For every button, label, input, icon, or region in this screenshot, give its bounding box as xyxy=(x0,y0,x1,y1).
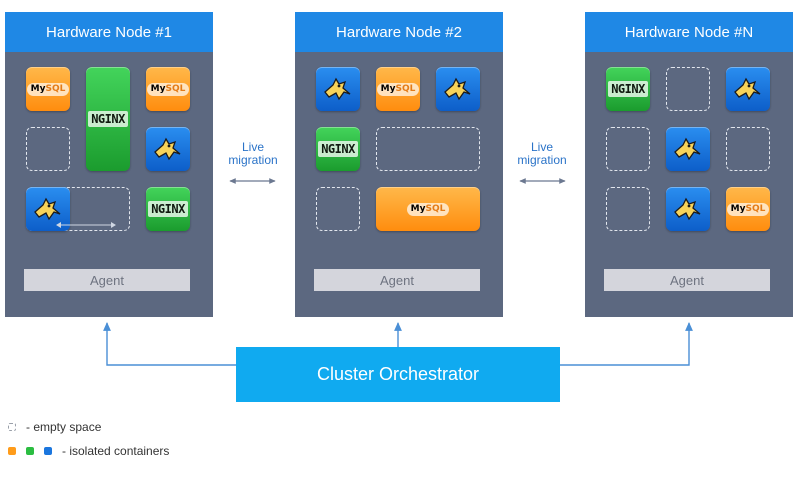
node-title: Hardware Node #1 xyxy=(5,12,213,52)
mysql-container-wide[interactable]: MySQL xyxy=(376,187,480,231)
hardware-node-n: Hardware Node #N NGINX MySQL Agent xyxy=(585,12,793,317)
mysql-logo-icon: MySQL xyxy=(26,82,70,96)
empty-slot xyxy=(606,127,650,171)
arrow-to-node-1 xyxy=(103,322,236,366)
live-migration-label-1: Live migration xyxy=(228,140,278,167)
tomcat-container[interactable] xyxy=(666,187,710,231)
agent-bar: Agent xyxy=(24,269,190,291)
mysql-logo-icon: MySQL xyxy=(406,202,450,216)
empty-slot xyxy=(316,187,360,231)
nginx-logo-icon: NGINX xyxy=(88,111,128,127)
mysql-logo-icon: MySQL xyxy=(146,82,190,96)
empty-slot-wide xyxy=(376,127,480,171)
legend-empty-label: - empty space xyxy=(26,420,102,434)
mysql-container[interactable]: MySQL xyxy=(146,67,190,111)
tomcat-logo-icon xyxy=(34,197,61,221)
legend-containers-label: - isolated containers xyxy=(62,444,170,458)
legend-isolated-containers: - isolated containers xyxy=(8,444,169,458)
tomcat-container-migrating[interactable] xyxy=(26,187,70,231)
orange-square-icon xyxy=(8,447,16,455)
nginx-logo-icon: NGINX xyxy=(608,81,648,97)
live-migration-label-2: Live migration xyxy=(517,140,567,167)
mysql-container[interactable]: MySQL xyxy=(726,187,770,231)
mysql-logo-icon: MySQL xyxy=(376,82,420,96)
hardware-node-1: Hardware Node #1 MySQL NGINX MySQL NGINX… xyxy=(5,12,213,317)
tomcat-logo-icon xyxy=(324,77,351,101)
tomcat-container[interactable] xyxy=(726,67,770,111)
cluster-orchestrator: Cluster Orchestrator xyxy=(236,347,560,402)
arrow-to-node-n xyxy=(560,322,693,366)
node-title: Hardware Node #2 xyxy=(295,12,503,52)
agent-bar: Agent xyxy=(604,269,770,291)
tomcat-container[interactable] xyxy=(666,127,710,171)
tomcat-logo-icon xyxy=(674,137,701,161)
empty-slot xyxy=(26,127,70,171)
intra-node-move-arrow xyxy=(56,222,116,228)
tomcat-logo-icon xyxy=(734,77,761,101)
empty-slot xyxy=(666,67,710,111)
tomcat-container[interactable] xyxy=(316,67,360,111)
empty-slot xyxy=(726,127,770,171)
tomcat-logo-icon xyxy=(444,77,471,101)
nginx-container[interactable]: NGINX xyxy=(606,67,650,111)
agent-bar: Agent xyxy=(314,269,480,291)
mysql-container[interactable]: MySQL xyxy=(376,67,420,111)
nginx-logo-icon: NGINX xyxy=(148,201,188,217)
empty-slot xyxy=(606,187,650,231)
tomcat-logo-icon xyxy=(154,137,181,161)
hardware-node-2: Hardware Node #2 MySQL NGINX MySQL Agent xyxy=(295,12,503,317)
tomcat-container[interactable] xyxy=(146,127,190,171)
mysql-container[interactable]: MySQL xyxy=(26,67,70,111)
tomcat-logo-icon xyxy=(674,197,701,221)
node-title: Hardware Node #N xyxy=(585,12,793,52)
nginx-container[interactable]: NGINX xyxy=(316,127,360,171)
nginx-container-tall[interactable]: NGINX xyxy=(86,67,130,171)
tomcat-container[interactable] xyxy=(436,67,480,111)
mysql-logo-icon: MySQL xyxy=(726,202,770,216)
green-square-icon xyxy=(26,447,34,455)
legend-empty-space: - empty space xyxy=(8,420,101,434)
blue-square-icon xyxy=(44,447,52,455)
nginx-container[interactable]: NGINX xyxy=(146,187,190,231)
dashed-square-icon xyxy=(8,423,16,431)
nginx-logo-icon: NGINX xyxy=(318,141,358,157)
